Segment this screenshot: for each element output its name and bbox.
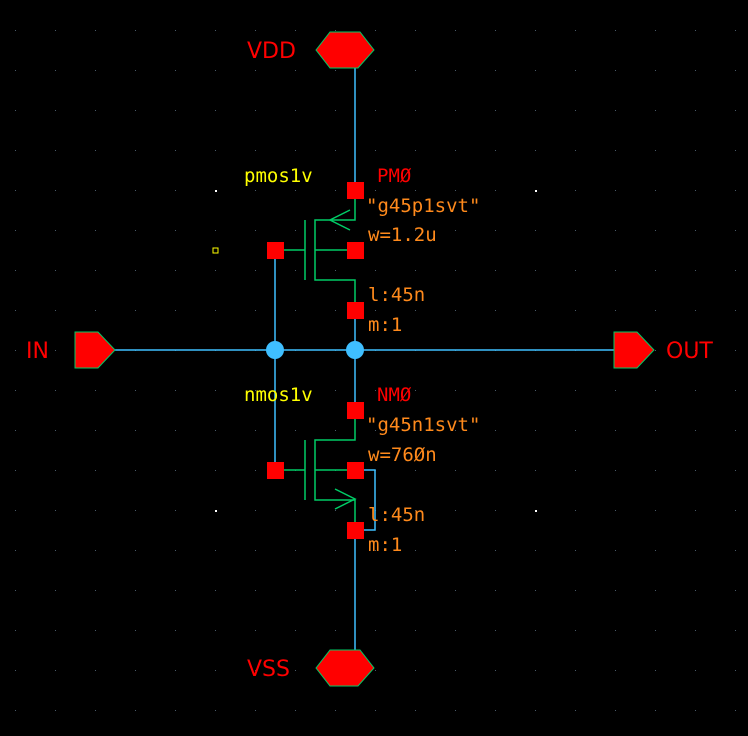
pmos-transistor[interactable] <box>267 182 364 319</box>
out-label: OUT <box>666 339 713 364</box>
pmos-arrow-icon <box>328 209 351 231</box>
vss-label: VSS <box>247 657 290 682</box>
out-pin[interactable] <box>613 331 655 369</box>
nmos-transistor[interactable] <box>267 402 364 539</box>
pmos-source-terminal[interactable] <box>347 182 364 199</box>
pmos-length: l:45n <box>368 284 425 306</box>
nmos-model: "g45n1svt" <box>366 414 480 436</box>
pmos-gate-terminal[interactable] <box>267 242 284 259</box>
vdd-pin[interactable] <box>315 31 375 69</box>
pmos-width: w=1.2u <box>368 224 437 246</box>
pmos-model: "g45p1svt" <box>366 195 480 217</box>
nmos-length: l:45n <box>368 504 425 526</box>
pmos-drain-terminal[interactable] <box>347 302 364 319</box>
pmos-cell-name: pmos1v <box>244 165 313 187</box>
nmos-source-terminal[interactable] <box>347 522 364 539</box>
in-pin[interactable] <box>74 331 116 369</box>
pmos-multiplier: m:1 <box>368 314 402 336</box>
in-label: IN <box>26 339 49 364</box>
nmos-arrow-icon <box>334 488 357 510</box>
nmos-drain-terminal[interactable] <box>347 402 364 419</box>
cursor-marker <box>212 247 219 254</box>
nmos-cell-name: nmos1v <box>244 384 313 406</box>
nmos-width: w=76Øn <box>368 444 437 466</box>
nmos-multiplier: m:1 <box>368 534 402 556</box>
pmos-instance-name: PMØ <box>377 165 412 187</box>
nmos-instance-name: NMØ <box>377 384 412 406</box>
junction-dot-out <box>346 341 364 359</box>
nmos-gate-terminal[interactable] <box>267 462 284 479</box>
vdd-label: VDD <box>247 39 296 64</box>
junction-dot-in <box>266 341 284 359</box>
vss-pin[interactable] <box>315 649 375 687</box>
wires[interactable] <box>114 66 615 652</box>
pmos-bulk-terminal[interactable] <box>347 242 364 259</box>
nmos-bulk-terminal[interactable] <box>347 462 364 479</box>
wire-nmos-bulk[interactable] <box>363 469 376 531</box>
